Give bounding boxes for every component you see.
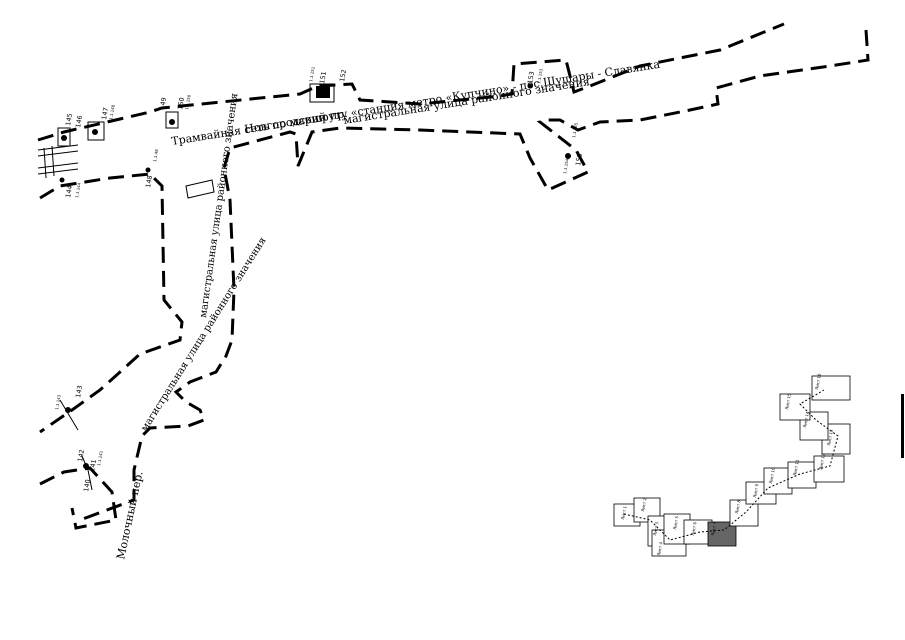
sheet-index-inset: Лист 1 Лист 2 Лист 3 Лист 4 Лист 5 Лист … [613, 373, 851, 557]
svg-text:143: 143 [74, 385, 84, 399]
svg-text:1.1.48: 1.1.48 [152, 148, 159, 162]
street-label-molochny: Молочный пер. [114, 470, 145, 561]
tram-stop-platform [185, 179, 215, 199]
svg-text:152: 152 [338, 69, 348, 83]
svg-text:Лист 7: Лист 7 [710, 521, 717, 536]
svg-text:1.1.154: 1.1.154 [562, 158, 570, 174]
street-label-tram: Трамвайная сеть по маршруту «станция мет… [170, 58, 661, 148]
svg-text:Лист 2: Лист 2 [640, 497, 647, 512]
svg-text:Лист 10: Лист 10 [768, 467, 776, 485]
svg-text:146: 146 [74, 115, 84, 129]
svg-text:148: 148 [144, 175, 154, 189]
svg-text:1.1.143: 1.1.143 [54, 394, 62, 410]
tram-rails [37, 144, 79, 179]
svg-text:Лист 4: Лист 4 [656, 541, 663, 556]
svg-text:Лист 5: Лист 5 [672, 515, 679, 530]
svg-text:Лист 9: Лист 9 [752, 483, 759, 498]
svg-text:140: 140 [82, 479, 92, 493]
svg-text:147: 147 [100, 107, 110, 121]
edge-marker [901, 394, 904, 458]
street-label-main-vertical-2: магистральная улица районного значения [139, 236, 268, 434]
svg-text:150: 150 [176, 97, 186, 111]
svg-text:Лист 1: Лист 1 [620, 505, 627, 520]
svg-text:Лист 3: Лист 3 [652, 521, 659, 536]
node-markers: 145 146 147 1.1.148 144 1.1.144 148 1.1.… [54, 66, 584, 493]
svg-text:1.1.155: 1.1.155 [571, 122, 579, 138]
svg-text:Лист 12: Лист 12 [818, 453, 826, 471]
svg-text:155: 155 [574, 153, 584, 167]
svg-text:1.1.141: 1.1.141 [96, 450, 104, 466]
svg-text:1.1.151: 1.1.151 [308, 66, 316, 82]
svg-text:Лист 8: Лист 8 [734, 499, 741, 514]
svg-text:Лист 14: Лист 14 [802, 411, 810, 429]
svg-text:153: 153 [526, 71, 536, 85]
svg-text:Лист 6: Лист 6 [690, 521, 697, 536]
svg-text:Лист 16: Лист 16 [814, 373, 822, 391]
svg-text:Лист 15: Лист 15 [784, 393, 792, 411]
svg-text:141: 141 [88, 459, 98, 473]
svg-text:144: 144 [64, 185, 74, 199]
svg-text:151: 151 [318, 71, 328, 85]
svg-text:Лист 11: Лист 11 [792, 459, 800, 477]
svg-text:1.1.150: 1.1.150 [184, 94, 192, 110]
svg-text:1.1.148: 1.1.148 [108, 104, 116, 120]
svg-text:149: 149 [158, 97, 168, 111]
svg-text:1.1.153: 1.1.153 [536, 68, 544, 84]
upper-road-boundary [37, 22, 870, 530]
svg-text:1.1.144: 1.1.144 [74, 182, 82, 198]
svg-text:145: 145 [64, 113, 74, 127]
svg-text:Лист 13: Лист 13 [826, 429, 834, 447]
svg-text:142: 142 [76, 449, 86, 463]
